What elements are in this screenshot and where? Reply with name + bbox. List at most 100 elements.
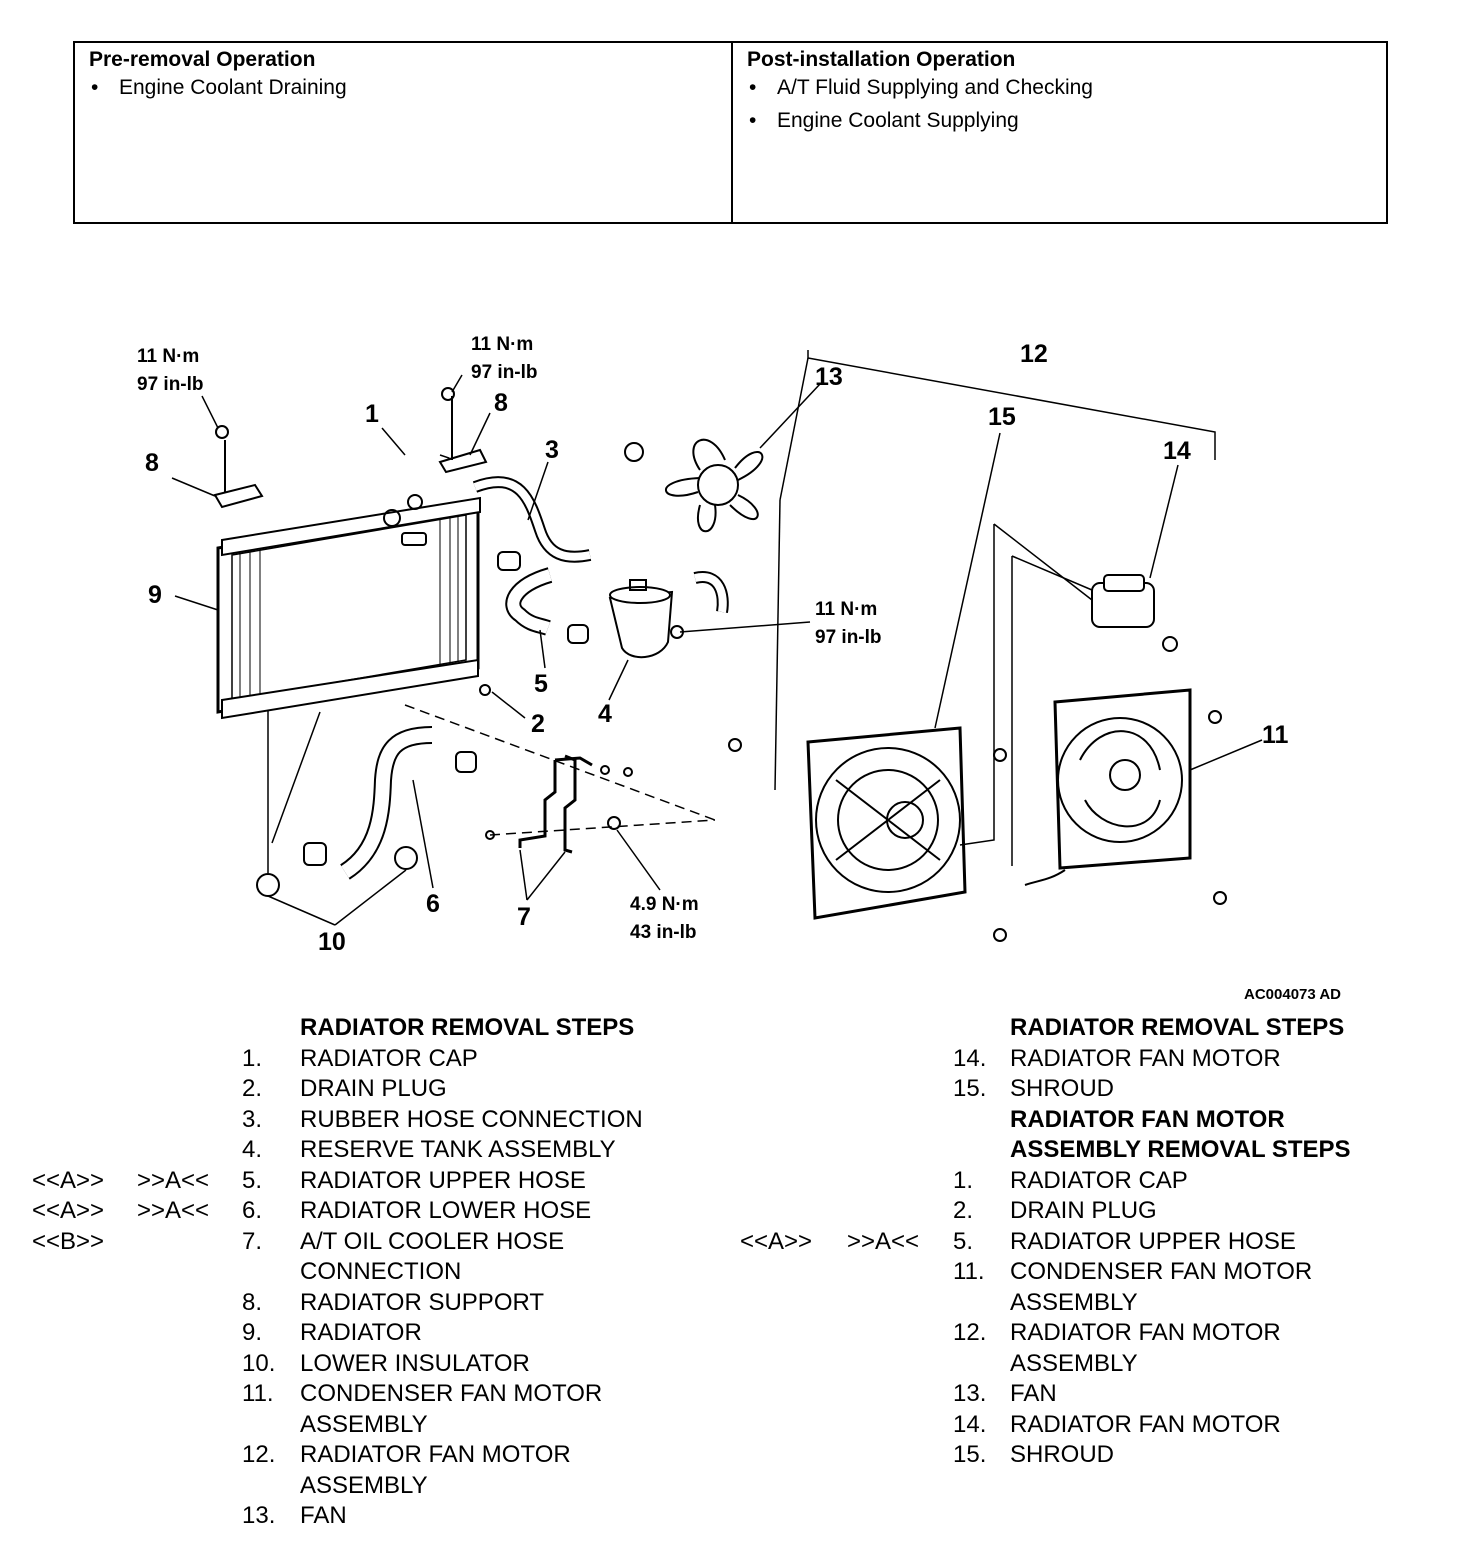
callout-6: 6: [426, 890, 440, 918]
step-text: SHROUD: [1010, 1075, 1115, 1102]
fan-illustration: [624, 438, 764, 533]
step-text: FAN: [300, 1502, 347, 1529]
shroud-illustration: [806, 726, 967, 920]
callout-3: 3: [545, 436, 559, 464]
step-row: 14.RADIATOR FAN MOTOR: [740, 1044, 1460, 1075]
step-text: RADIATOR FAN MOTOR: [1010, 1105, 1285, 1133]
step-number: 15.: [953, 1441, 987, 1468]
callout-14: 14: [1163, 437, 1191, 465]
figure-id: AC004073 AD: [1244, 986, 1341, 1003]
step-row: ASSEMBLY: [32, 1471, 732, 1502]
step-number: 12.: [953, 1319, 987, 1346]
step-number: 10.: [242, 1349, 276, 1377]
step-number: 13.: [953, 1380, 987, 1407]
step-number: 6.: [242, 1197, 263, 1224]
step-text: RADIATOR: [300, 1319, 422, 1346]
steps-heading: RADIATOR REMOVAL STEPS: [32, 1013, 732, 1044]
step-row: RADIATOR FAN MOTOR: [740, 1105, 1460, 1136]
callout-2: 2: [531, 710, 545, 738]
step-marker-reassembly: >>A<<: [137, 1166, 210, 1194]
step-number: 5.: [242, 1166, 263, 1194]
torque-spec-nm: 11 N·m: [137, 346, 199, 367]
step-text: RADIATOR FAN MOTOR: [1010, 1319, 1281, 1346]
step-row: ASSEMBLY REMOVAL STEPS: [740, 1135, 1460, 1166]
step-number: 2.: [242, 1075, 263, 1102]
callout-8-right: 8: [494, 389, 508, 417]
step-text: ASSEMBLY REMOVAL STEPS: [1010, 1136, 1351, 1163]
reserve-tank-illustration: [608, 579, 674, 659]
step-text: ASSEMBLY: [1010, 1349, 1138, 1377]
step-row: 10. LOWER INSULATOR: [32, 1349, 732, 1380]
step-text: RADIATOR LOWER HOSE: [300, 1197, 592, 1224]
step-text: RADIATOR CAP: [300, 1044, 478, 1072]
leader-lines: [171, 374, 1263, 926]
step-number: 1.: [953, 1166, 974, 1194]
step-number: 11.: [953, 1258, 985, 1285]
step-number: 4.: [242, 1136, 263, 1163]
step-row: CONNECTION: [32, 1257, 732, 1288]
torque-spec-nm: 4.9 N·m: [630, 894, 699, 915]
callout-13: 13: [815, 363, 843, 391]
step-marker-reassembly: >>A<<: [847, 1227, 920, 1255]
step-text: RADIATOR SUPPORT: [300, 1288, 545, 1316]
step-text: RADIATOR FAN MOTOR: [1010, 1410, 1281, 1438]
step-number: 7.: [242, 1227, 263, 1255]
torque-spec-inlb: 43 in-lb: [630, 922, 697, 943]
step-text: RESERVE TANK ASSEMBLY: [300, 1136, 616, 1163]
step-text: ASSEMBLY: [300, 1471, 428, 1499]
step-number: 2.: [953, 1197, 974, 1224]
step-row: 1. RADIATOR CAP: [740, 1166, 1460, 1197]
step-row: <<A>>>>A<<5.RADIATOR UPPER HOSE: [740, 1227, 1460, 1258]
steps-heading-text: RADIATOR REMOVAL STEPS: [1010, 1014, 1345, 1041]
step-number: 13.: [242, 1502, 276, 1529]
post-installation-item: A/T Fluid Supplying and Checking: [747, 76, 1372, 100]
step-marker-disassembly: <<B>>: [32, 1227, 105, 1255]
dashed-lines: [404, 454, 716, 836]
post-installation-list: A/T Fluid Supplying and Checking Engine …: [747, 76, 1372, 133]
step-row: 13. FAN: [32, 1501, 732, 1532]
pre-removal-item: Engine Coolant Draining: [89, 76, 717, 100]
step-text: ASSEMBLY: [300, 1410, 428, 1438]
step-marker-disassembly: <<A>>: [740, 1227, 813, 1255]
step-row: 4. RESERVE TANK ASSEMBLY: [32, 1135, 732, 1166]
step-number: 5.: [953, 1227, 974, 1255]
step-text: RADIATOR UPPER HOSE: [300, 1166, 586, 1194]
step-text: LOWER INSULATOR: [300, 1349, 530, 1377]
condenser-fan-assembly-illustration: [1024, 688, 1192, 886]
step-row: 15.SHROUD: [740, 1074, 1460, 1105]
step-text: RUBBER HOSE CONNECTION: [300, 1105, 643, 1133]
pre-removal-title: Pre-removal Operation: [89, 48, 316, 71]
step-text: SHROUD: [1010, 1441, 1115, 1468]
step-row: 2. DRAIN PLUG: [740, 1196, 1460, 1227]
steps-heading: RADIATOR REMOVAL STEPS: [740, 1013, 1460, 1044]
post-installation-title: Post-installation Operation: [747, 48, 1016, 71]
step-row: <<A>> >>A<< 5. RADIATOR UPPER HOSE: [32, 1166, 732, 1197]
torque-spec-nm: 11 N·m: [815, 599, 877, 620]
torque-spec-inlb: 97 in-lb: [471, 362, 538, 383]
step-number: 8.: [242, 1288, 263, 1316]
callout-15: 15: [988, 403, 1016, 431]
step-text: RADIATOR CAP: [1010, 1166, 1188, 1194]
step-row: 11. CONDENSER FAN MOTOR: [740, 1257, 1460, 1288]
oil-cooler-pipes: [518, 754, 593, 854]
step-row: 2.DRAIN PLUG: [32, 1074, 732, 1105]
callout-5: 5: [534, 670, 548, 698]
step-row: ASSEMBLY: [740, 1288, 1460, 1319]
assembly-bracket-12: [774, 350, 1216, 866]
step-row: ASSEMBLY: [32, 1410, 732, 1441]
step-row: 14. RADIATOR FAN MOTOR: [740, 1410, 1460, 1441]
step-marker-disassembly: <<A>>: [32, 1166, 105, 1194]
step-number: 14.: [953, 1410, 987, 1438]
step-text: RADIATOR FAN MOTOR: [300, 1441, 571, 1468]
callout-8-left: 8: [145, 449, 159, 477]
step-text: CONDENSER FAN MOTOR: [1010, 1258, 1313, 1285]
step-row: 15. SHROUD: [740, 1440, 1460, 1471]
step-text: DRAIN PLUG: [1010, 1197, 1157, 1224]
step-number: 1.: [242, 1044, 263, 1072]
callout-7: 7: [517, 903, 531, 931]
right-steps-list: RADIATOR REMOVAL STEPS 14. RADIATOR FAN M…: [740, 1013, 1460, 1471]
step-row: 13.FAN: [740, 1379, 1460, 1410]
step-row: 1. RADIATOR CAP: [32, 1044, 732, 1075]
callout-1: 1: [365, 400, 379, 428]
step-row: 8. RADIATOR SUPPORT: [32, 1288, 732, 1319]
